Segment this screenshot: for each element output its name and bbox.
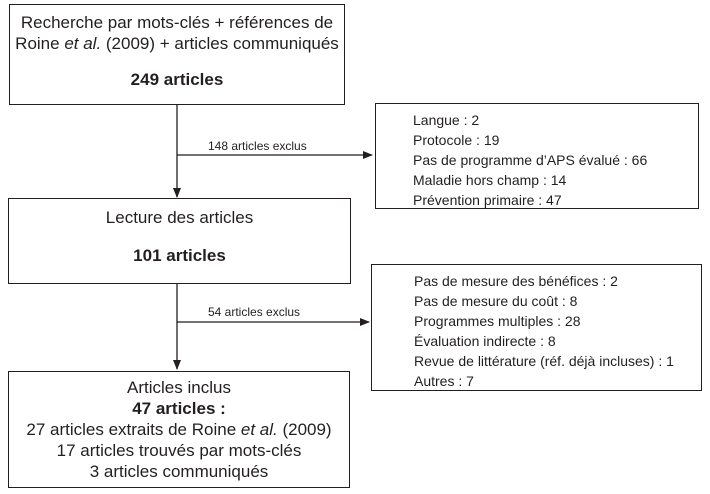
included-line1: 27 articles extraits de Roine et al. (20… — [26, 420, 332, 439]
exclusion2-reason: Évaluation indirecte : 8 — [414, 333, 556, 349]
exclusion1-reason: Maladie hors champ : 14 — [413, 172, 567, 188]
search-box: Recherche par mots-clés + références de … — [9, 4, 345, 105]
included-line2: 17 articles trouvés par mots-clés — [56, 441, 302, 460]
reading-box: Lecture des articles 101 articles — [8, 198, 351, 284]
exclusion2-reason: Pas de mesure du coût : 8 — [414, 293, 578, 309]
exclusion1-reason: Pas de programme d’APS évalué : 66 — [413, 152, 648, 168]
included-count: 47 articles : — [132, 399, 226, 418]
exclusion1-reason: Langue : 2 — [413, 112, 480, 128]
included-line3: 3 articles communiqués — [89, 462, 269, 481]
exclusion2-label: 54 articles exclus — [208, 305, 301, 319]
exclusion2-box: Pas de mesure des bénéfices : 2 Pas de m… — [371, 264, 702, 391]
reading-count: 101 articles — [133, 246, 226, 265]
included-box: Articles inclus 47 articles : 27 article… — [8, 371, 350, 488]
exclusion2-reason: Pas de mesure des bénéfices : 2 — [414, 273, 618, 289]
exclusion1-box: Langue : 2 Protocole : 19 Pas de program… — [375, 103, 699, 209]
exclusion1-reason: Prévention primaire : 47 — [413, 192, 562, 208]
exclusion2-reason: Revue de littérature (réf. déjà incluses… — [414, 353, 674, 369]
reading-title: Lecture des articles — [105, 208, 254, 227]
search-count: 249 articles — [130, 70, 224, 89]
exclusion2-reason: Autres : 7 — [414, 373, 474, 389]
included-title: Articles inclus — [127, 378, 231, 397]
search-line1: Recherche par mots-clés + références de — [20, 13, 334, 32]
search-line2: Roine et al. (2009) + articles communiqu… — [15, 34, 339, 53]
exclusion2-reason: Programmes multiples : 28 — [414, 313, 581, 329]
exclusion1-reason: Protocole : 19 — [413, 132, 500, 148]
exclusion1-label: 148 articles exclus — [208, 139, 307, 153]
